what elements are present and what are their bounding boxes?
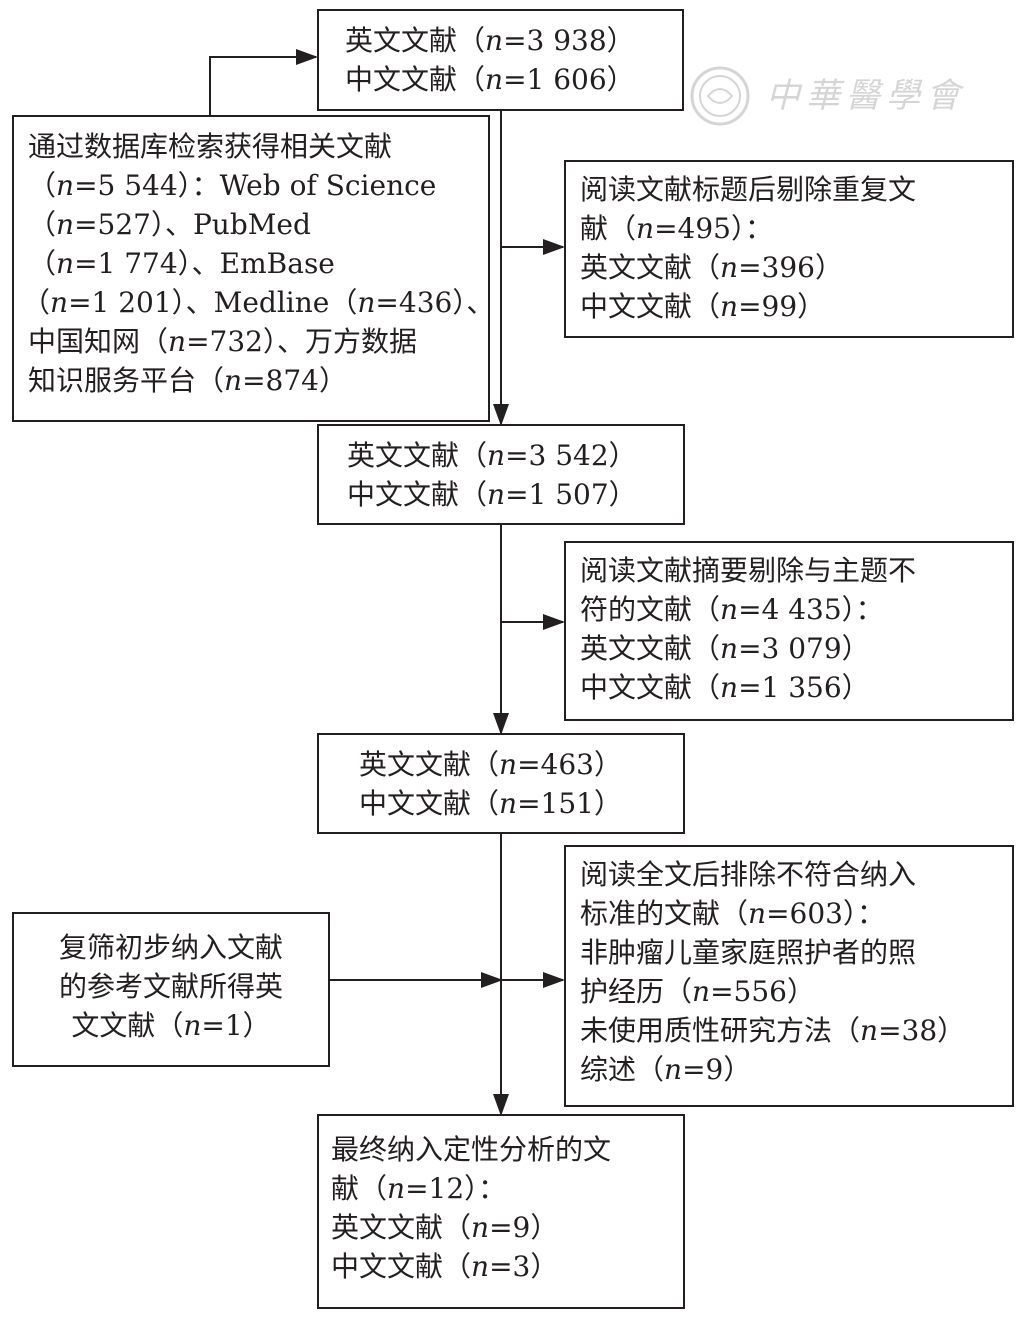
records-zh-line: 中文文献（n=1 606） [345, 63, 635, 96]
watermark: 中華醫學會 [686, 62, 976, 132]
search-line-2: （n=5 544）：Web of Science [28, 169, 437, 202]
dedup-en-line: 英文文献（n=3 542） [347, 439, 637, 472]
box-database-search: 通过数据库检索获得相关文献 （n=5 544）：Web of Science （… [12, 115, 495, 422]
box-after-abstract: 英文文献（n=463） 中文文献（n=151） [317, 733, 685, 834]
add-line-3: 文文献（n=1） [71, 1009, 271, 1042]
abs-line-3: 英文文献（n=3 079） [580, 632, 870, 665]
search-line-6: 中国知网（n=732）、万方数据 [28, 325, 417, 358]
add-line-1: 复筛初步纳入文献 [58, 931, 283, 964]
box-records-identified: 英文文献（n=3 938） 中文文献（n=1 606） [317, 9, 684, 111]
dup-line-1: 阅读文献标题后剔除重复文 [580, 173, 917, 206]
box-excluded-abstract: 阅读文献摘要剔除与主题不 符的文献（n=4 435）： 英文文献（n=3 079… [564, 541, 1014, 721]
final-line-1: 最终纳入定性分析的文 [331, 1133, 612, 1166]
seal-icon [690, 66, 750, 126]
dup-line-2: 献（n=495）： [580, 212, 773, 245]
add-line-2: 的参考文献所得英 [58, 970, 283, 1003]
box-final-included: 最终纳入定性分析的文 献（n=12）： 英文文献（n=9） 中文文献（n=3） [317, 1114, 685, 1309]
box-additional-records: 复筛初步纳入文献 的参考文献所得英 文文献（n=1） [12, 912, 330, 1067]
final-line-2: 献（n=12）： [331, 1172, 507, 1205]
final-line-3: 英文文献（n=9） [331, 1211, 559, 1244]
ft-line-3: 非肿瘤儿童家庭照护者的照 [580, 936, 917, 969]
search-line-4: （n=1 774）、EmBase [28, 247, 335, 280]
search-line-3: （n=527）、PubMed [28, 208, 311, 241]
arrow-search-to-records [209, 49, 318, 115]
ft-line-6: 综述（n=9） [580, 1053, 752, 1086]
dup-line-3: 英文文献（n=396） [580, 251, 843, 284]
ft-line-2: 标准的文献（n=603）： [580, 897, 885, 930]
box-after-dedup: 英文文献（n=3 542） 中文文献（n=1 507） [317, 424, 685, 525]
search-line-5: （n=1 201）、Medline（n=436）、 [22, 286, 495, 319]
ft-line-4: 护经历（n=556） [580, 975, 815, 1008]
box-excluded-duplicates: 阅读文献标题后剔除重复文 献（n=495）： 英文文献（n=396） 中文文献（… [564, 160, 1014, 338]
ft-line-1: 阅读全文后排除不符合纳入 [580, 858, 917, 891]
search-line-7: 知识服务平台（n=874） [28, 364, 347, 397]
abstract-zh-line: 中文文献（n=151） [359, 787, 622, 820]
search-line-1: 通过数据库检索获得相关文献 [28, 130, 393, 163]
box-excluded-fulltext: 阅读全文后排除不符合纳入 标准的文献（n=603）： 非肿瘤儿童家庭照护者的照 … [564, 845, 1014, 1107]
abs-line-1: 阅读文献摘要剔除与主题不 [580, 554, 917, 587]
records-en-line: 英文文献（n=3 938） [345, 24, 635, 57]
abstract-en-line: 英文文献（n=463） [359, 748, 622, 781]
ft-line-5: 未使用质性研究方法（n=38） [580, 1014, 966, 1047]
final-line-4: 中文文献（n=3） [331, 1250, 559, 1283]
abs-line-4: 中文文献（n=1 356） [580, 671, 870, 704]
watermark-text: 中華醫學會 [766, 76, 966, 116]
dup-line-4: 中文文献（n=99） [580, 290, 826, 323]
dedup-zh-line: 中文文献（n=1 507） [347, 478, 637, 511]
abs-line-2: 符的文献（n=4 435）： [580, 593, 884, 626]
